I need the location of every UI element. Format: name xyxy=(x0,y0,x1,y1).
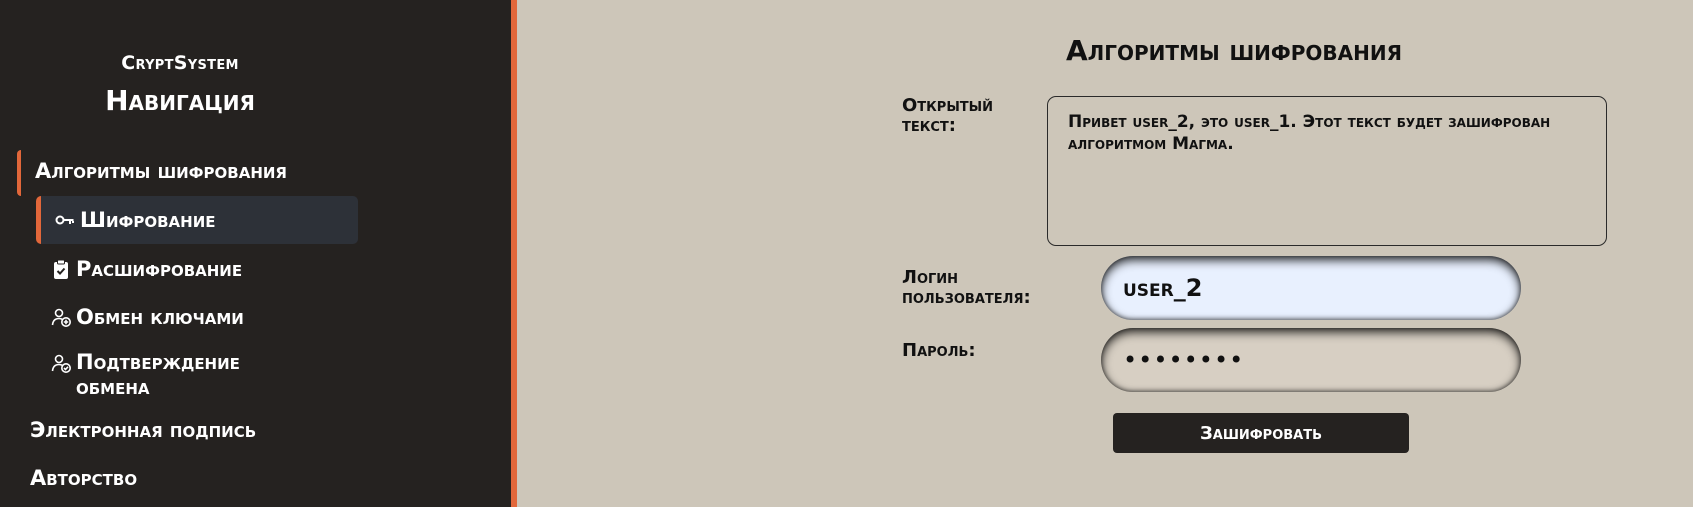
nav-title: Навигация xyxy=(105,84,255,117)
nav-group-digital-signature[interactable]: Электронная подпись xyxy=(30,418,257,442)
brand-name: CryptSystem xyxy=(121,52,239,74)
nav-item-label: Расшифрование xyxy=(76,257,243,281)
nav-group-encryption-algorithms[interactable]: Алгоритмы шифрования xyxy=(17,150,357,196)
user-add-icon xyxy=(50,306,72,328)
nav-item-exchange-confirmation[interactable]: Подтверждение обмена xyxy=(50,350,266,400)
nav-group-authorship[interactable]: Авторство xyxy=(30,466,138,490)
password-input[interactable]: •••••••• xyxy=(1101,328,1521,392)
nav-item-label: Обмен ключами xyxy=(76,305,244,329)
clipboard-check-icon xyxy=(50,258,72,280)
encrypt-button[interactable]: Зашифровать xyxy=(1113,413,1409,453)
nav-item-label: Подтверждение обмена xyxy=(76,350,240,399)
sidebar: CryptSystem Навигация Алгоритмы шифрован… xyxy=(0,0,517,507)
page-title: Алгоритмы шифрования xyxy=(1066,34,1402,67)
login-label: Логин пользователя: xyxy=(902,267,1031,308)
nav-item-label: Шифрование xyxy=(80,208,216,232)
plaintext-label: Открытый текст: xyxy=(902,95,994,136)
password-label: Пароль: xyxy=(902,340,976,361)
nav-item-key-exchange[interactable]: Обмен ключами xyxy=(50,305,244,329)
nav-item-decryption[interactable]: Расшифрование xyxy=(50,257,242,281)
login-input[interactable]: user_2 xyxy=(1101,256,1521,320)
plaintext-textarea[interactable]: Привет user_2, это user_1. Этот текст бу… xyxy=(1047,96,1607,246)
nav-item-encryption[interactable]: Шифрование xyxy=(36,196,358,244)
key-icon xyxy=(54,209,76,231)
user-check-icon xyxy=(50,352,72,374)
